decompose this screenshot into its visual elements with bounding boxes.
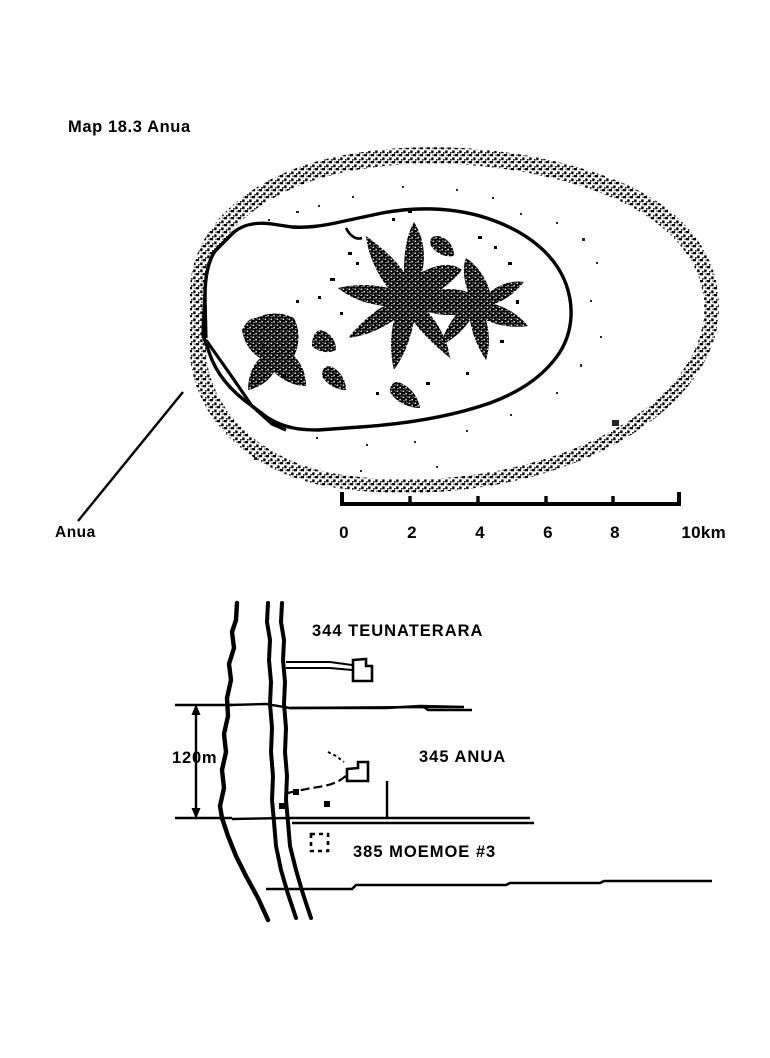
scale-tick-label-2: 2 <box>407 523 417 542</box>
site-label-385: 385 MOEMOE #3 <box>353 843 497 861</box>
driveway-344-lower <box>286 667 353 671</box>
island-southwest-line <box>204 339 287 432</box>
driveway-344 <box>286 661 353 666</box>
solid-square-marker-3 <box>324 801 330 807</box>
path-345-curve <box>287 773 349 795</box>
island-vegetation <box>242 222 528 408</box>
page-title: Map 18.3 Anua <box>68 118 191 136</box>
solid-square-marker-2 <box>279 803 285 809</box>
scale-tick-label-4: 4 <box>475 523 485 542</box>
road-line-east <box>279 601 313 920</box>
road-line-west <box>265 601 298 920</box>
boundary-line-344-right <box>289 705 472 712</box>
shoreline <box>217 600 271 923</box>
scale-tick-label-0: 0 <box>339 523 349 542</box>
scale-bar <box>340 492 681 506</box>
island-west-boundary <box>203 295 208 339</box>
solid-square-marker-1 <box>293 789 299 795</box>
scale-tick-label-10km: 10km <box>681 523 727 542</box>
boundary-line-385 <box>266 879 712 891</box>
site-label-344: 344 TEUNATERARA <box>312 622 484 640</box>
island-vegetation-specks <box>262 210 519 395</box>
anua-leader-line <box>77 391 184 522</box>
scale-tick-label-8: 8 <box>610 523 620 542</box>
building-footprint-344 <box>351 657 374 683</box>
dashed-square-ruin <box>309 832 330 853</box>
scale-tick-label-6: 6 <box>543 523 553 542</box>
site-label-345: 345 ANUA <box>419 748 507 766</box>
anua-feature-label: Anua <box>55 524 96 541</box>
dimension-120m <box>175 703 232 820</box>
boundary-line-345 <box>231 816 530 821</box>
building-footprint-345 <box>345 760 370 783</box>
island-inlet-detail <box>344 227 363 240</box>
dimension-label-120m: 120m <box>172 749 218 767</box>
path-345-dotted <box>327 751 345 763</box>
atoll-map-graphic <box>77 147 720 522</box>
